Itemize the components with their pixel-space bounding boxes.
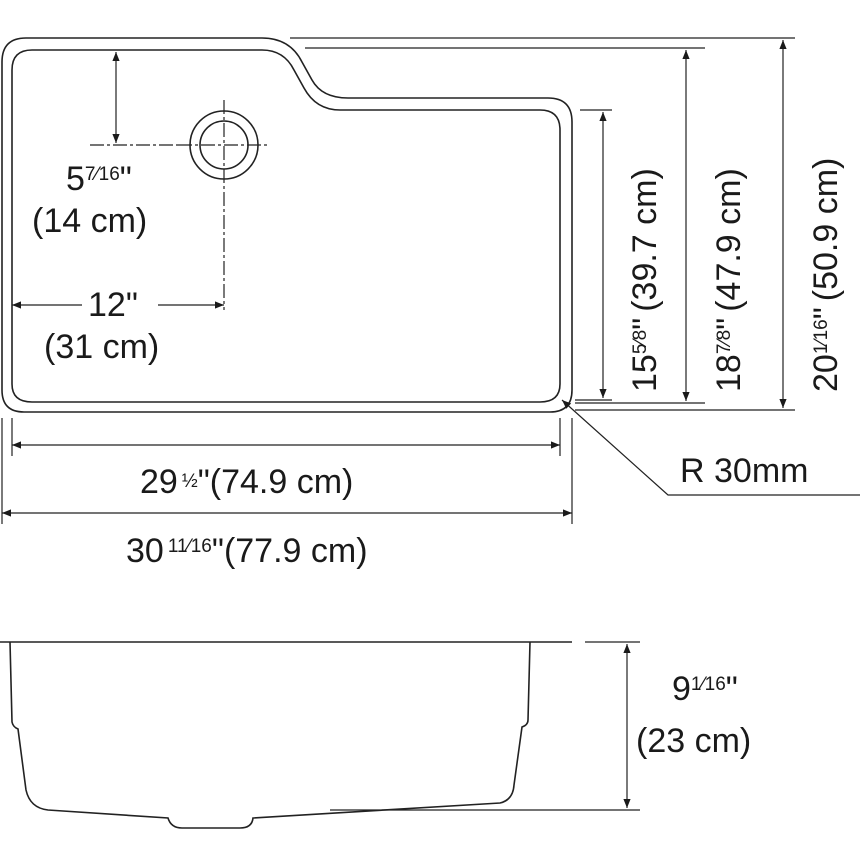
dim-drain-left: 12" (31 cm) bbox=[12, 286, 224, 366]
drain-centerlines bbox=[90, 100, 270, 310]
dim-fraction: 1⁄16 bbox=[691, 674, 726, 695]
sink-inner-bowl bbox=[11, 49, 561, 403]
dim-corner-radius: R 30mm bbox=[561, 399, 860, 496]
sink-outer-rim bbox=[1, 37, 573, 413]
dim-metric: (39.7 cm) bbox=[626, 168, 664, 312]
dim-text: 5 bbox=[66, 160, 85, 198]
dim-text: 29 bbox=[140, 463, 178, 501]
dim-sink-height: 91⁄16" (23 cm) bbox=[330, 641, 751, 811]
svg-text:91⁄16": 91⁄16" bbox=[672, 670, 738, 708]
dim-fraction: 5⁄8 bbox=[630, 330, 651, 354]
dim-text: 9 bbox=[672, 670, 691, 708]
dim-text: 30 bbox=[126, 532, 164, 570]
dim-unit: " bbox=[807, 307, 845, 319]
dim-text: 15 bbox=[626, 354, 664, 392]
dim-fraction: 1⁄16 bbox=[811, 319, 832, 354]
svg-text:57⁄16": 57⁄16" bbox=[66, 160, 132, 198]
sink-top-view bbox=[1, 37, 573, 413]
svg-text:187⁄8"(47.9 cm): 187⁄8" (47.9 cm) bbox=[710, 168, 748, 392]
dim-bowl-depth: 155⁄8" (39.7 cm) bbox=[599, 112, 664, 398]
dim-fraction: ½ bbox=[182, 471, 198, 492]
dim-inner-depth: 187⁄8" (47.9 cm) bbox=[682, 50, 748, 401]
dim-unit: " bbox=[120, 160, 132, 198]
dim-unit: " bbox=[212, 532, 224, 570]
dim-text: 18 bbox=[710, 354, 748, 392]
dim-metric: (14 cm) bbox=[32, 202, 147, 240]
dim-fraction: 7⁄16 bbox=[85, 164, 120, 185]
dim-metric: (50.9 cm) bbox=[807, 158, 845, 302]
dim-unit: " bbox=[710, 318, 748, 330]
svg-text:201⁄16"(50.9 cm): 201⁄16" (50.9 cm) bbox=[807, 158, 845, 392]
dim-text: 20 bbox=[807, 354, 845, 392]
dim-text: 12" bbox=[88, 286, 138, 324]
extension-lines bbox=[1, 37, 795, 524]
dim-metric: (77.9 cm) bbox=[224, 532, 368, 570]
dim-metric: (74.9 cm) bbox=[210, 463, 354, 501]
dim-overall-depth: 201⁄16" (50.9 cm) bbox=[779, 40, 845, 408]
sink-side-view bbox=[0, 641, 572, 829]
svg-text:29½"(74.9 cm): 29½"(74.9 cm) bbox=[140, 463, 353, 501]
dim-metric: (31 cm) bbox=[44, 328, 159, 366]
dim-fraction: 7⁄8 bbox=[714, 330, 735, 354]
dim-unit: " bbox=[726, 670, 738, 708]
dim-unit: " bbox=[626, 318, 664, 330]
svg-text:155⁄8"(39.7 cm): 155⁄8" (39.7 cm) bbox=[626, 168, 664, 392]
dim-text: R 30mm bbox=[680, 452, 808, 490]
dim-fraction: 11⁄16 bbox=[168, 536, 212, 557]
dim-metric: (23 cm) bbox=[636, 722, 751, 760]
dim-unit: " bbox=[198, 463, 210, 501]
dim-drain-top: 57⁄16" (14 cm) bbox=[32, 52, 147, 240]
dim-metric: (47.9 cm) bbox=[710, 168, 748, 312]
